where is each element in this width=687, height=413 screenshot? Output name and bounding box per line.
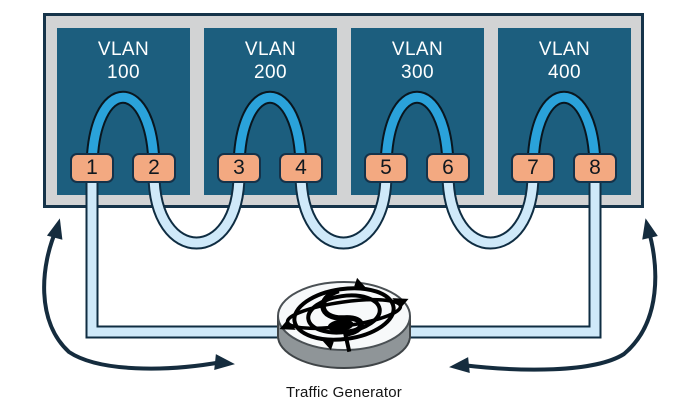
generator-uplink-cables [85, 174, 602, 339]
vlan-100-label: VLAN 100 [57, 28, 190, 84]
arrowhead-left-icon [449, 357, 470, 374]
vlan-id: 200 [254, 62, 287, 83]
traffic-flow-arrow-right [449, 218, 658, 374]
vlan-name: VLAN [391, 39, 444, 60]
vlan-id: 400 [548, 62, 581, 83]
port-6: 6 [426, 153, 470, 183]
traffic-generator-icon [277, 277, 411, 369]
vlan-id: 100 [107, 62, 140, 83]
vlan-id: 300 [401, 62, 434, 83]
vlan-400-label: VLAN 400 [498, 28, 631, 84]
port-4: 4 [279, 153, 323, 183]
vlan-name: VLAN [244, 39, 297, 60]
arrowhead-up-left-icon [46, 218, 63, 240]
port-3: 3 [217, 153, 261, 183]
arrowhead-up-right-icon [642, 218, 658, 240]
port-2: 2 [132, 153, 176, 183]
port-8: 8 [573, 153, 617, 183]
internal-loopback-cables [85, 90, 602, 171]
vlan-200-label: VLAN 200 [204, 28, 337, 84]
vlan-name: VLAN [538, 39, 591, 60]
port-1: 1 [70, 153, 114, 183]
port-7: 7 [511, 153, 555, 183]
vlan-name: VLAN [97, 39, 150, 60]
traffic-generator-label: Traffic Generator [286, 384, 402, 401]
traffic-flow-arrow-left [42, 218, 235, 371]
vlan-300-label: VLAN 300 [351, 28, 484, 84]
arrowhead-right-icon [214, 354, 235, 371]
port-5: 5 [364, 153, 408, 183]
external-loopback-cables [147, 173, 540, 250]
